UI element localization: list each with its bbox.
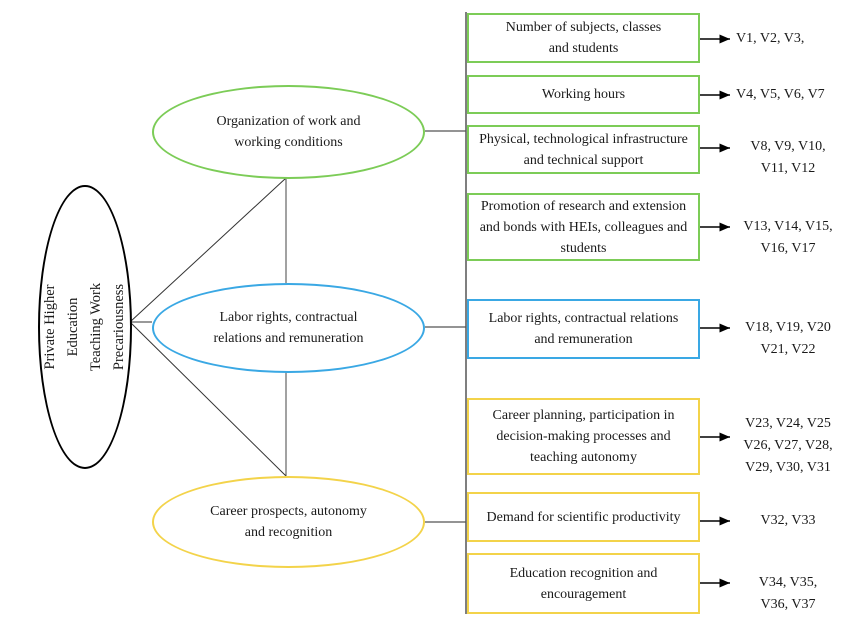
variables-label: V1, V2, V3,: [736, 31, 805, 46]
subcategory-label: Promotion of research and extension and …: [479, 198, 688, 256]
variables-label: V23, V24, V25 V26, V27, V28, V29, V30, V…: [743, 416, 833, 475]
root-to-organization-line: [129, 177, 287, 323]
subcategory-box: Labor rights, contractual relations and …: [467, 299, 700, 359]
subcategory-box: Demand for scientific productivity: [467, 492, 700, 542]
dimension-organization-ellipse: Organization of work and working conditi…: [152, 85, 425, 179]
dimension-organization-label: Organization of work and working conditi…: [216, 114, 361, 150]
dimension-labor-ellipse: Labor rights, contractual relations and …: [152, 283, 425, 373]
variables-label: V8, V9, V10, V11, V12: [750, 139, 826, 176]
subcategory-label: Career planning, participation in decisi…: [492, 408, 675, 465]
subcategory-box: Promotion of research and extension and …: [467, 193, 700, 261]
variables-label: V32, V33: [760, 513, 816, 528]
subcategory-label: Working hours: [541, 87, 626, 102]
root-to-career-line: [129, 321, 287, 477]
subcategory-box: Career planning, participation in decisi…: [467, 398, 700, 475]
subcategory-label: Number of subjects, classes and students: [505, 20, 662, 56]
variables-label: V13, V14, V15, V16, V17: [743, 219, 833, 256]
subcategory-box: Education recognition and encouragement: [467, 553, 700, 614]
subcategory-box: Number of subjects, classes and students: [467, 13, 700, 63]
dimension-career-label: Career prospects, autonomy and recogniti…: [210, 504, 367, 540]
root-concept-ellipse: Private Higher Education Teaching Work P…: [38, 185, 132, 469]
root-concept-label: Private Higher Education Teaching Work P…: [42, 282, 127, 372]
subcategory-label: Labor rights, contractual relations and …: [488, 311, 679, 347]
subcategory-label: Demand for scientific productivity: [486, 509, 681, 525]
dimension-career-ellipse: Career prospects, autonomy and recogniti…: [152, 476, 425, 568]
subcategory-box: Working hours: [467, 75, 700, 114]
subcategory-box: Physical, technological infrastructure a…: [467, 125, 700, 174]
variables-label: V34, V35, V36, V37: [758, 575, 818, 612]
variables-label: V18, V19, V20 V21, V22: [745, 320, 831, 357]
variables-label: V4, V5, V6, V7: [736, 87, 825, 102]
subcategory-label: Physical, technological infrastructure a…: [479, 131, 688, 168]
subcategory-label: Education recognition and encouragement: [509, 565, 658, 602]
dimension-labor-label: Labor rights, contractual relations and …: [213, 310, 364, 346]
